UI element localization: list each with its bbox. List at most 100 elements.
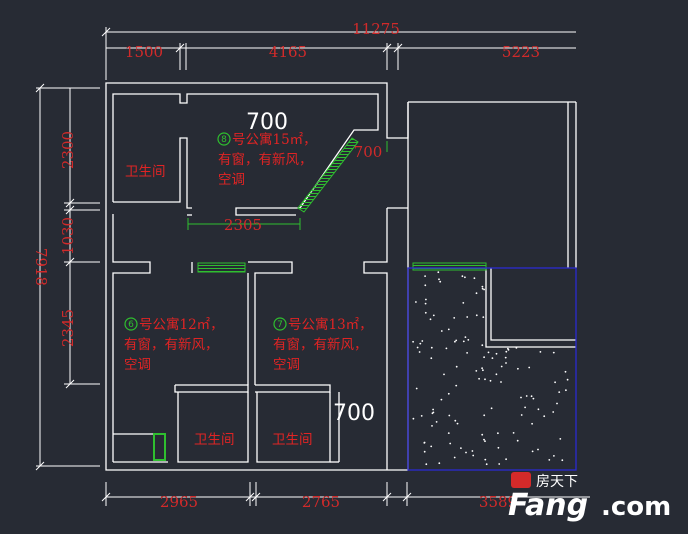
hatch-dot — [481, 367, 483, 370]
hatch-dot — [552, 351, 555, 354]
hatch-dot — [483, 438, 485, 441]
dim-left-2: 1030 — [59, 217, 77, 255]
label-700-top: 700 — [246, 110, 288, 135]
watermark-brand-en: Fang — [508, 488, 588, 523]
hatch-dot — [516, 439, 519, 442]
hatch-dot — [466, 316, 469, 318]
hatch-dot — [504, 356, 507, 359]
hatch-dot — [432, 408, 434, 411]
hatch-dot — [484, 378, 486, 381]
hatch-dot — [454, 340, 456, 343]
hatch-dot — [445, 347, 448, 350]
hatch-dot — [485, 463, 488, 466]
hatch-dot — [559, 438, 562, 440]
hatch-dot — [448, 414, 451, 417]
hatch-dot — [483, 356, 485, 359]
apt7-line3: 空调 — [273, 357, 300, 373]
dim-top-2: 4165 — [269, 43, 307, 61]
hatch-dot — [424, 284, 427, 287]
apt6-line2: 有窗，有新风， — [124, 336, 219, 353]
apt6-number: 6 — [128, 320, 134, 330]
hatch-dot — [515, 347, 518, 349]
hatch-dot — [453, 456, 456, 459]
hatch-dot — [539, 351, 542, 353]
hatch-dot — [431, 425, 433, 427]
hatch-dot — [497, 446, 500, 449]
hatch-dot — [435, 421, 438, 423]
hatch-dot — [437, 271, 440, 274]
hatch-dot — [497, 432, 499, 435]
hatch-dot — [416, 346, 419, 349]
apt6-label: 6 号公寓12㎡， 有窗，有新风， 空调 — [124, 316, 224, 373]
hatch-dot — [528, 366, 531, 369]
hatch-dot — [482, 316, 485, 318]
hatch-dot — [447, 432, 450, 434]
watermark-domain: .com — [601, 492, 671, 522]
hatch-dot — [561, 459, 564, 462]
hatch-dot — [430, 357, 433, 360]
dim-top-1: 1500 — [125, 43, 163, 61]
hatch-dot — [449, 442, 452, 445]
fang-logo-icon — [511, 472, 531, 488]
dim-bottom-1: 2965 — [160, 493, 198, 511]
hatch-dot — [495, 352, 498, 355]
hatch-dot — [440, 330, 443, 332]
hatch-dot — [537, 448, 539, 451]
hatch-dot — [467, 339, 470, 341]
hatch-dot — [530, 395, 533, 398]
hatch-dot — [500, 381, 502, 383]
hatch-dot — [415, 301, 417, 303]
hatch-dot — [455, 365, 458, 368]
hatch-dot — [495, 373, 498, 376]
apt7-line1: 号公寓13㎡， — [288, 316, 373, 333]
hatch-dot — [484, 458, 487, 461]
hatch-dot — [505, 350, 508, 353]
hatch-dot — [532, 397, 535, 400]
hatch-dot — [520, 414, 523, 416]
hatch-dots — [412, 271, 569, 466]
dim-corridor: 2305 — [224, 216, 262, 234]
hatch-dot — [447, 328, 450, 331]
dim-bottom-2: 2765 — [302, 493, 340, 511]
hatch-dot — [419, 342, 422, 345]
bathroom-top-label: 卫生间 — [125, 164, 166, 180]
apt8-label: 8 号公寓15㎡， 有窗，有新风， 空调 — [217, 131, 317, 188]
hatch-dot — [481, 287, 484, 290]
bathroom-left-label: 卫生间 — [194, 432, 235, 448]
hatch-dot — [423, 442, 426, 444]
dim-bottom-3: 3589 — [479, 493, 517, 511]
hatch-border — [407, 267, 577, 471]
hatch-dot — [531, 450, 534, 453]
hatch-dot — [432, 314, 435, 317]
hatch-dot — [418, 351, 421, 353]
hatch-dot — [478, 377, 480, 380]
hatch-dot — [481, 344, 484, 347]
dim-diagonal: 700 — [354, 143, 383, 161]
hatch-dot — [424, 275, 426, 277]
apt8-line2: 有窗，有新风， — [218, 151, 313, 168]
hatch-dot — [439, 280, 442, 283]
hatch-dot — [460, 447, 462, 449]
apt6-line1: 号公寓12㎡， — [139, 316, 224, 333]
apt7-line2: 有窗，有新风， — [273, 336, 368, 353]
hatch-dot — [475, 370, 478, 372]
hatch-dot — [473, 277, 476, 280]
hatch-dot — [490, 407, 493, 410]
hatch-dot — [484, 440, 486, 443]
hatch-dot — [453, 317, 456, 319]
hatch-dot — [558, 391, 561, 393]
hatch-dot — [425, 298, 427, 301]
hatch-dot — [525, 395, 528, 397]
hatch-dot — [475, 292, 478, 295]
apt6-line3: 空调 — [124, 357, 151, 373]
hatch-dot — [429, 318, 432, 321]
hatch-dot — [505, 458, 507, 461]
hatch-dot — [554, 381, 556, 384]
hatch-dot — [483, 414, 486, 417]
bathroom-right-label: 卫生间 — [272, 432, 313, 448]
hatch-dot — [465, 451, 467, 454]
hatch-dot — [420, 415, 423, 417]
hatch-dot — [543, 415, 546, 418]
dim-total-width: 11275 — [352, 20, 400, 38]
